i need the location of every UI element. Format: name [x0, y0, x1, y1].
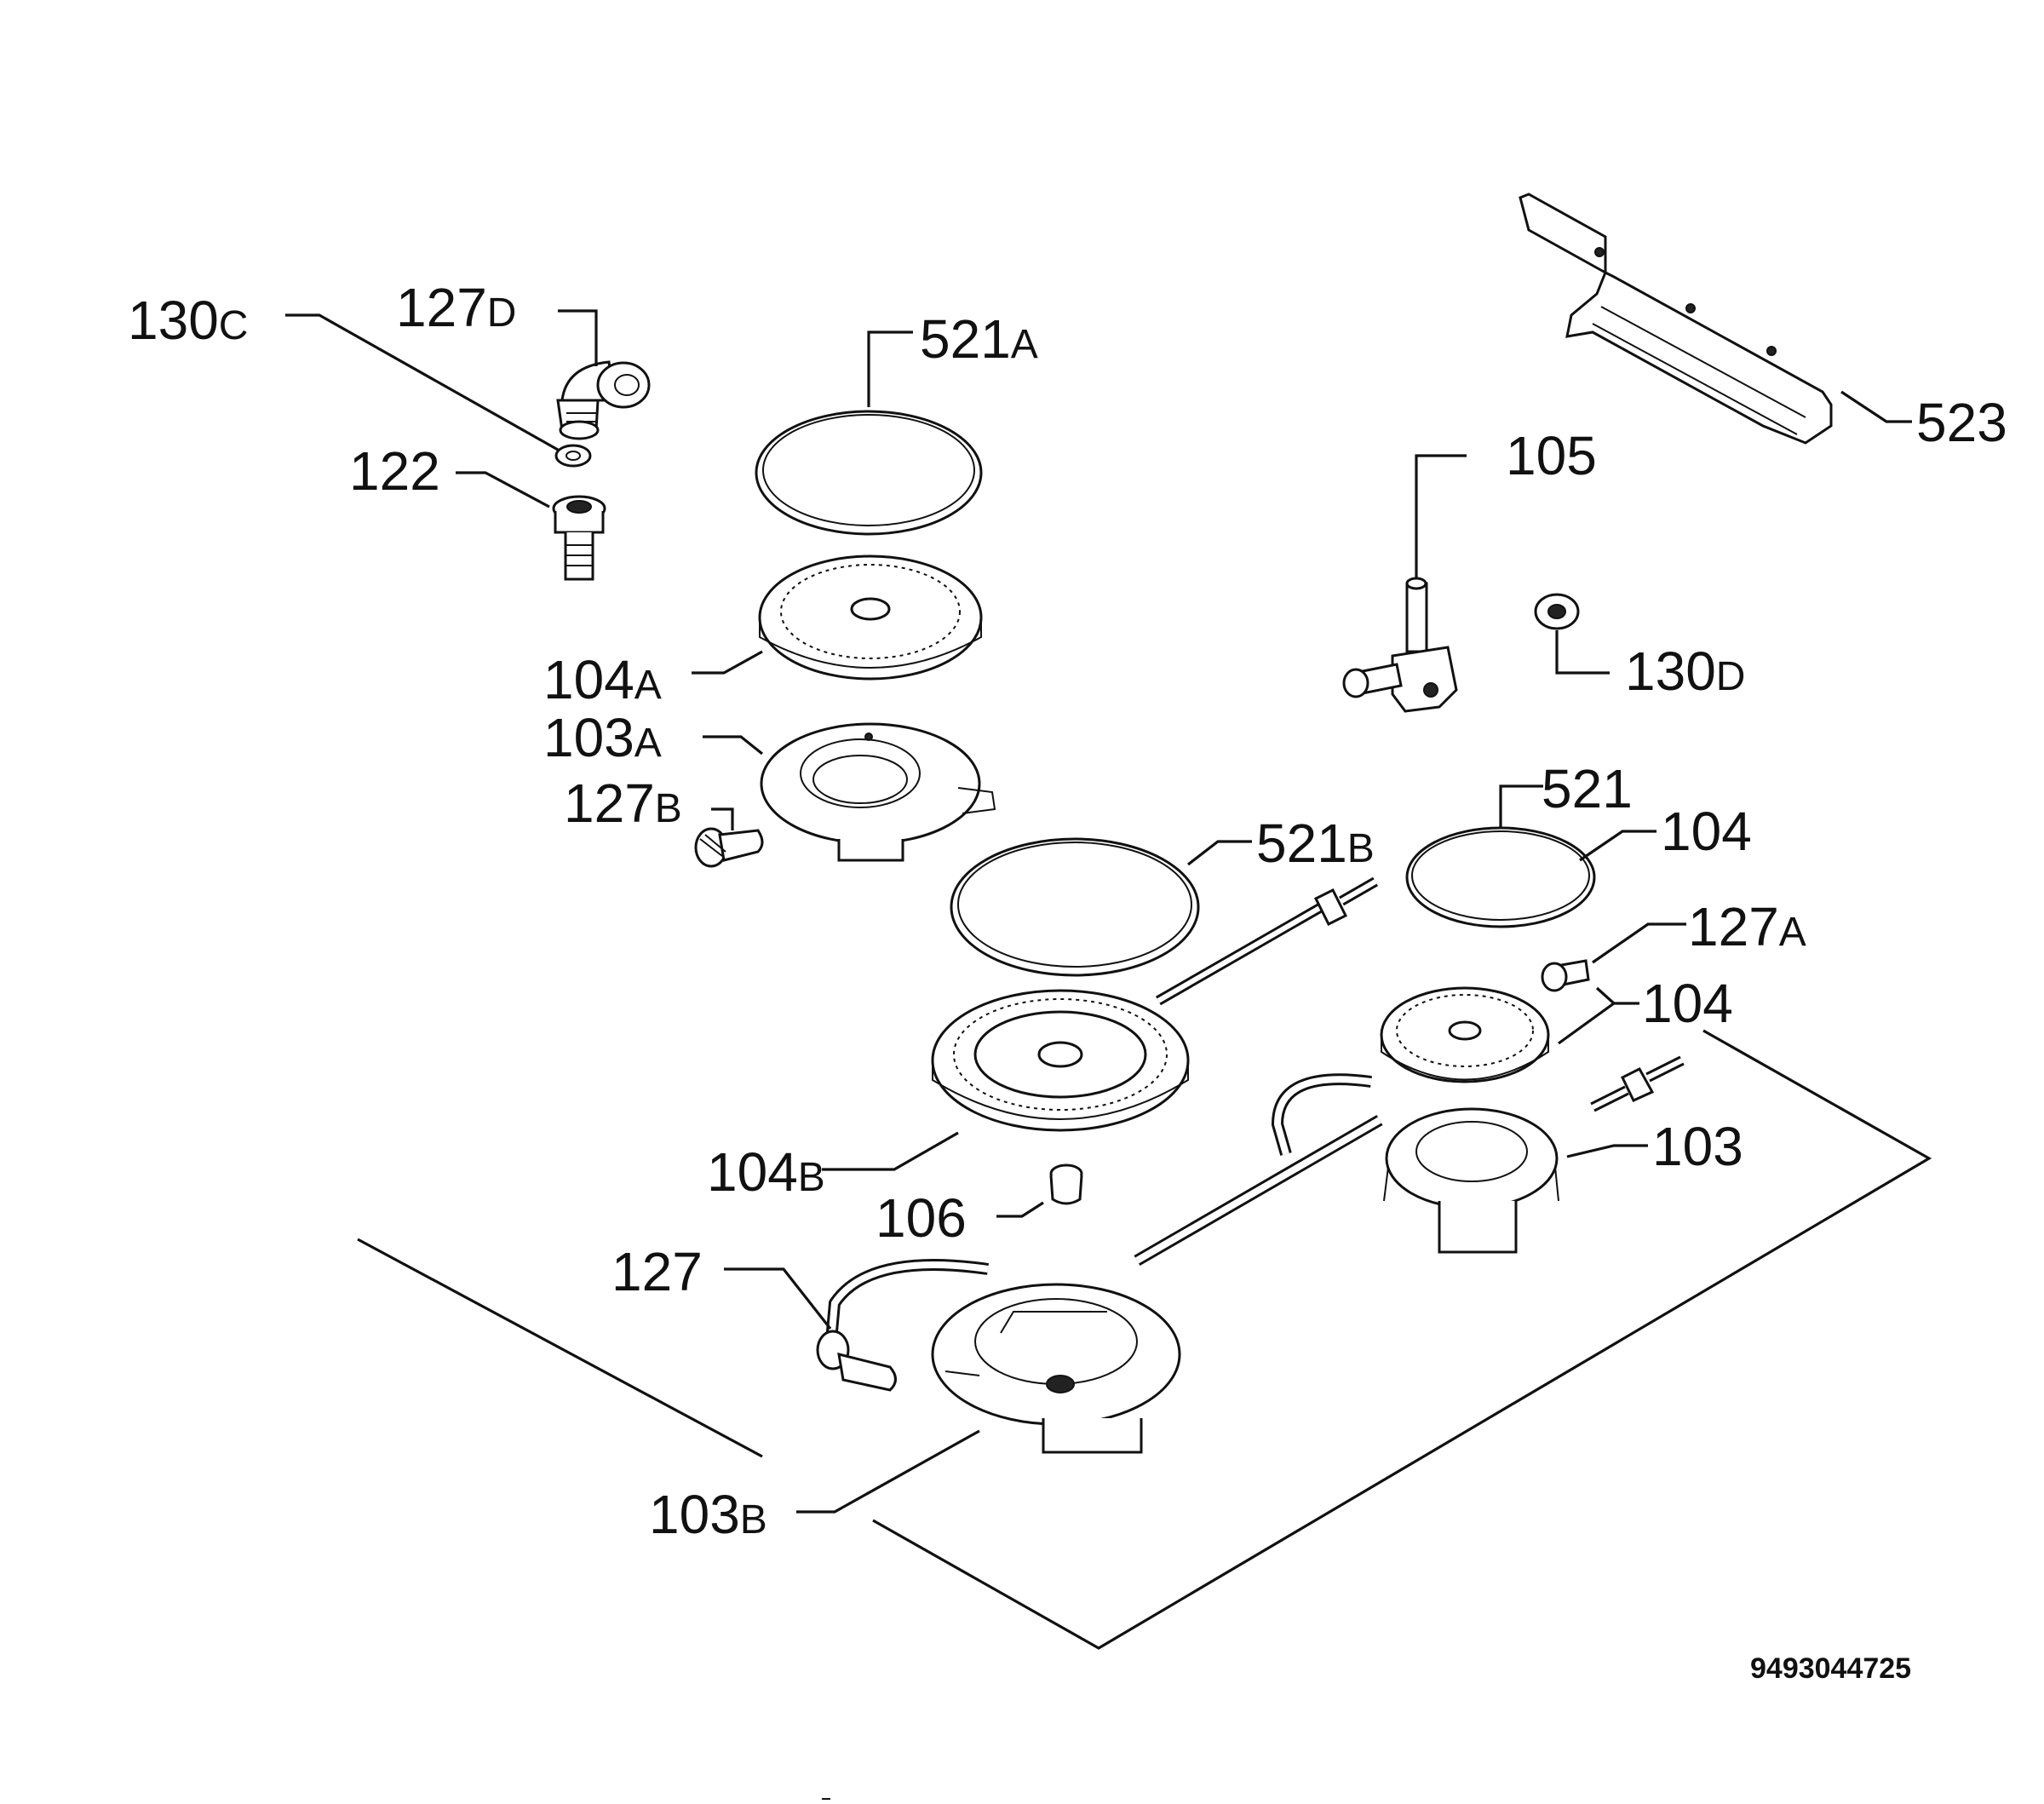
label-127a-suffix: A	[1779, 910, 1806, 955]
label-103-number: 103	[1652, 1116, 1743, 1177]
svg-text:523: 523	[1916, 392, 2007, 453]
elbow-fitting-127d-part	[556, 360, 651, 440]
svg-text:103: 103	[1652, 1116, 1743, 1177]
label-104-upper-number: 104	[1661, 801, 1752, 862]
label-521a-suffix: A	[1011, 322, 1038, 367]
label-521-number: 521	[1542, 758, 1633, 819]
svg-text:521A: 521A	[920, 308, 1038, 370]
svg-text:130D: 130D	[1625, 641, 1745, 702]
injector-127a-part	[1541, 959, 1590, 992]
label-127-number: 127	[611, 1241, 703, 1302]
label-104b-suffix: B	[798, 1155, 825, 1200]
label-104a-suffix: A	[634, 663, 662, 708]
svg-text:521: 521	[1542, 758, 1633, 819]
label-521b: 521B	[1256, 813, 1375, 874]
label-130c-number: 130	[128, 290, 219, 351]
label-104-lower-number: 104	[1642, 973, 1733, 1034]
label-104b: 104B	[707, 1141, 825, 1203]
bracket-523-part	[1519, 192, 1833, 445]
burner-body-103a-part	[760, 722, 996, 862]
label-103: 103	[1652, 1116, 1743, 1177]
svg-text:127B: 127B	[564, 773, 682, 834]
label-106: 106	[876, 1187, 967, 1249]
label-105-number: 105	[1506, 425, 1597, 486]
label-103b-suffix: B	[740, 1497, 767, 1543]
label-130d-suffix: D	[1716, 654, 1746, 699]
label-122: 122	[349, 440, 440, 502]
label-130c-suffix: C	[219, 303, 249, 348]
label-103a-suffix: A	[634, 721, 662, 766]
label-127d: 127D	[396, 277, 516, 338]
svg-text:130C: 130C	[128, 290, 248, 351]
label-106-number: 106	[876, 1187, 967, 1249]
svg-text:104: 104	[1642, 973, 1733, 1034]
svg-text:103A: 103A	[543, 707, 662, 768]
label-521a: 521A	[920, 308, 1038, 370]
label-130c: 130C	[128, 290, 248, 351]
svg-text:127D: 127D	[396, 277, 516, 338]
leader-lines	[285, 309, 1912, 1514]
burner-body-103-part	[1383, 1107, 1559, 1254]
gas-pipe-127b-part	[680, 827, 934, 1038]
label-130d-number: 130	[1625, 641, 1716, 702]
burner-body-103b-part	[931, 1283, 1181, 1454]
svg-text:104A: 104A	[543, 649, 662, 710]
washer-130c-part	[554, 444, 592, 468]
svg-text:103B: 103B	[649, 1484, 767, 1545]
label-127a-number: 127	[1688, 896, 1779, 957]
label-103a-number: 103	[543, 707, 634, 768]
svg-text:122: 122	[349, 440, 440, 502]
label-521b-suffix: B	[1347, 826, 1375, 871]
burner-cap-521a-part	[755, 410, 983, 536]
svg-text:105: 105	[1506, 425, 1597, 486]
label-103b: 103B	[649, 1484, 767, 1545]
label-127: 127	[611, 1241, 703, 1302]
label-521a-number: 521	[920, 308, 1011, 370]
label-523-number: 523	[1916, 392, 2007, 453]
svg-text:127A: 127A	[1688, 896, 1806, 957]
label-103b-number: 103	[649, 1484, 740, 1545]
gas-pipe-long-part	[1134, 1114, 1383, 1267]
label-103a: 103A	[543, 707, 662, 768]
label-127d-number: 127	[396, 277, 487, 338]
hob-outline	[357, 1029, 1932, 1650]
svg-text:104B: 104B	[707, 1141, 825, 1203]
gas-pipe-upper-part	[1156, 876, 1378, 1006]
label-127a: 127A	[1688, 896, 1806, 957]
label-104a-number: 104	[543, 649, 634, 710]
washer-130d-part	[1534, 593, 1580, 630]
label-127b: 127B	[564, 773, 682, 834]
label-104-upper: 104	[1661, 801, 1752, 862]
label-521b-number: 521	[1256, 813, 1347, 874]
gas-tap-105-part	[1342, 577, 1458, 713]
injector-106-part	[1049, 1163, 1083, 1205]
label-104b-number: 104	[707, 1141, 798, 1203]
connector-122-part	[552, 495, 606, 581]
gas-pipe-127-part	[816, 1259, 989, 1392]
label-127b-suffix: B	[655, 786, 682, 831]
svg-text:104: 104	[1661, 801, 1752, 862]
burner-cap-521-part	[1405, 826, 1596, 928]
burner-cap-521b-part	[950, 837, 1200, 977]
label-104-lower: 104	[1642, 973, 1733, 1034]
label-127d-suffix: D	[487, 290, 517, 336]
gas-pipe-right-part	[1271, 1055, 1685, 1156]
label-127b-number: 127	[564, 773, 655, 834]
label-521: 521	[1542, 758, 1633, 819]
label-104a: 104A	[543, 649, 662, 710]
flame-spreader-104a-part	[758, 554, 983, 681]
svg-text:521B: 521B	[1256, 813, 1375, 874]
flame-spreader-104b-part	[931, 989, 1190, 1132]
label-130d: 130D	[1625, 641, 1745, 702]
drawing-number: 9493044725	[1750, 1652, 1911, 1685]
label-122-number: 122	[349, 440, 440, 502]
svg-text:106: 106	[876, 1187, 967, 1249]
svg-text:127: 127	[611, 1241, 703, 1302]
flame-spreader-104-part	[1380, 986, 1550, 1083]
label-105: 105	[1506, 425, 1597, 486]
label-523: 523	[1916, 392, 2007, 453]
